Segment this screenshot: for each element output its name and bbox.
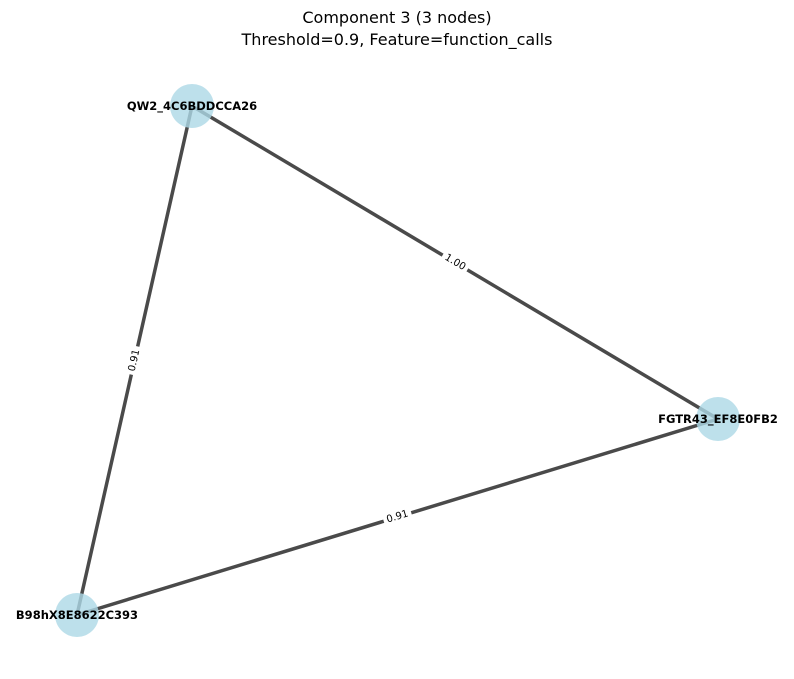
node-label: FGTR43_EF8E0FB2	[658, 412, 778, 427]
node-label: QW2_4C6BDDCCA26	[127, 99, 257, 114]
graph-subtitle: Threshold=0.9, Feature=function_calls	[241, 30, 553, 49]
node-n1	[170, 84, 214, 128]
edge-weight-label: 0.91	[381, 506, 414, 528]
node-n3	[55, 593, 99, 637]
node-n2	[696, 397, 740, 441]
node-label: B98hX8E8622C393	[16, 608, 138, 622]
edge-weight-background	[439, 249, 471, 276]
graph-title: Component 3 (3 nodes)	[302, 8, 492, 27]
edge-weight-text: 0.91	[127, 348, 143, 372]
edge-weight-label: 0.91	[124, 344, 145, 377]
edge-weight-label: 1.00	[439, 249, 471, 276]
edge-weight-background	[381, 506, 414, 528]
edge-weight-background	[124, 344, 145, 377]
